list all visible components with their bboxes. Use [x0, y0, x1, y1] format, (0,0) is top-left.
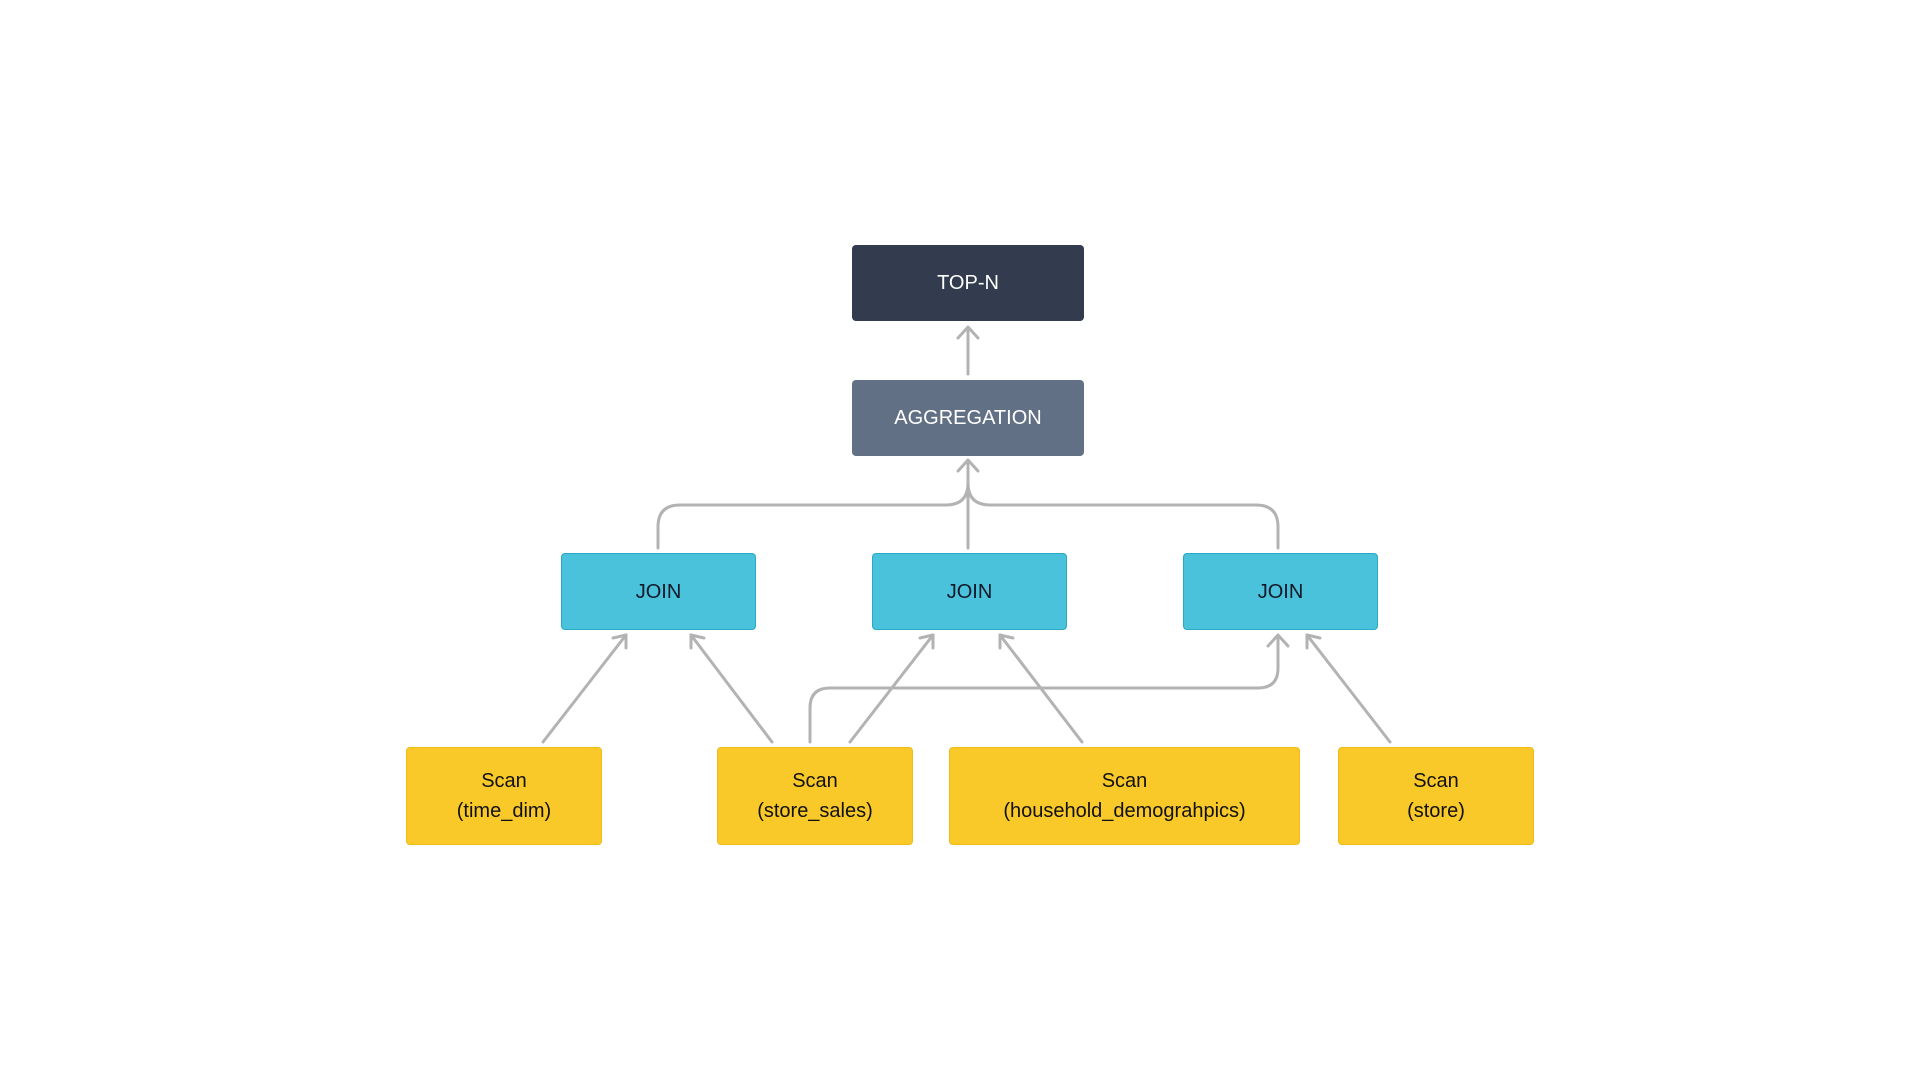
edge-scan-store-to-join3 — [1305, 633, 1392, 744]
join-node-2: JOIN — [872, 553, 1067, 630]
topn-node: TOP-N — [852, 245, 1084, 321]
edge-scan-store-sales-to-join1 — [689, 633, 774, 744]
edge-aggregation-to-topn — [956, 325, 980, 376]
arrowhead-aggregation — [956, 458, 980, 473]
scan-node-store: Scan (store) — [1338, 747, 1534, 845]
scan-table-name: (time_dim) — [456, 800, 552, 822]
edge-join3-to-aggregation — [966, 459, 1280, 550]
join-node-1: JOIN — [561, 553, 756, 630]
join-label-1: JOIN — [635, 580, 682, 603]
aggregation-node: AGGREGATION — [852, 380, 1084, 456]
edge-join1-to-aggregation — [656, 459, 970, 550]
scan-table-name: (store_sales) — [757, 800, 873, 822]
join-node-3: JOIN — [1183, 553, 1378, 630]
scan-table-name: (household_demograhpics) — [1003, 800, 1246, 822]
scan-label: Scan — [1413, 770, 1459, 792]
scan-label: Scan — [481, 770, 527, 792]
join-label-2: JOIN — [946, 580, 993, 603]
scan-label: Scan — [792, 770, 838, 792]
scan-label: Scan — [1101, 770, 1148, 792]
scan-node-time-dim: Scan (time_dim) — [406, 747, 602, 845]
edge-scan-store-sales-to-join3 — [808, 633, 1290, 744]
aggregation-label: AGGREGATION — [894, 407, 1042, 429]
scan-node-household-demographics: Scan (household_demograhpics) — [949, 747, 1300, 845]
scan-node-store-sales: Scan (store_sales) — [717, 747, 913, 845]
edge-scan-time-dim-to-join1 — [541, 633, 628, 744]
scan-table-name: (store) — [1407, 800, 1465, 822]
topn-label: TOP-N — [937, 272, 999, 294]
join-label-3: JOIN — [1257, 580, 1304, 603]
